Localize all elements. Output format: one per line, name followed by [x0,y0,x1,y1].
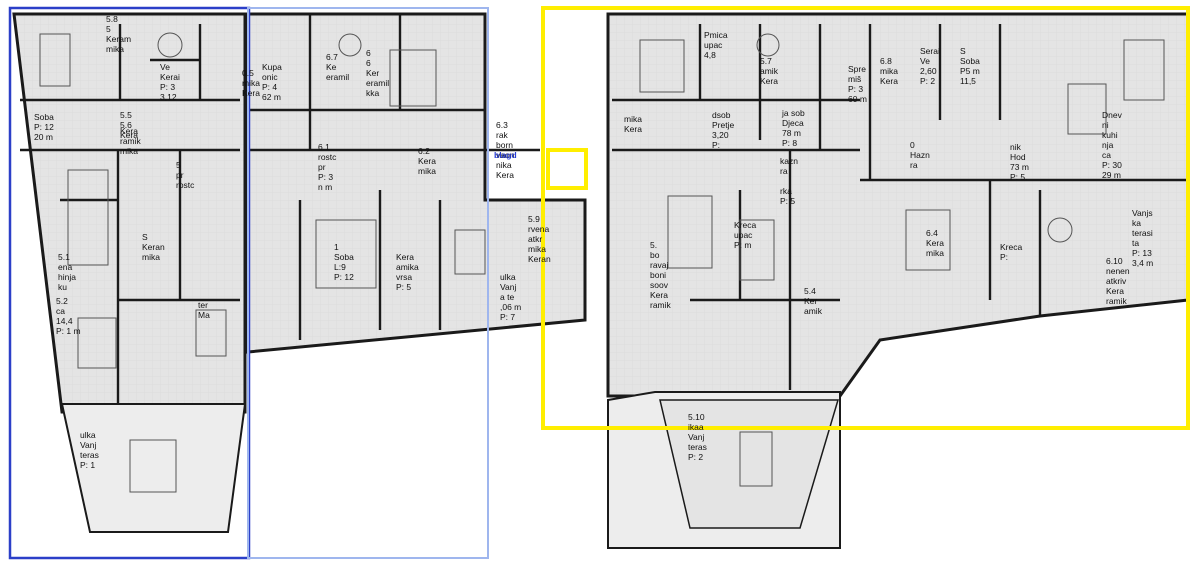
room-label-6-7: 6.7 Ke eramil [326,52,350,82]
room-label-5-9: 5.9 rvena atkr mika Keran [528,214,551,264]
room-label-5-boravak: 5. bo ravaj boni soov Kera ramik [650,240,671,310]
room-label-bathroom-5-8: 5.8 5 Keram mika [106,14,132,54]
room-label-5-5-5-6: 5.5 5.6 Kera [120,110,138,140]
left-unit-floor [12,12,247,533]
room-label-vestibule-right: Serai Ve 2,60 P: 2 [920,46,940,86]
room-label-kreca-right: Kreca P: [1000,242,1023,262]
highlight-small-box [546,148,588,190]
room-label-djecja-soba: ja sob Djeca 78 m P: 8 [782,108,805,148]
room-label-kazn: kazn ra rka P: 5 [780,156,798,206]
room-label-s-left: S Keran mika [142,232,165,262]
room-label-vanjska-terasa-left: ulka Vanj teras P: 1 [80,430,99,470]
room-label-6-10: 6.10 nenen atkriv Kera ramik [1106,256,1130,306]
room-label-soba-middle: 1 Soba L:9 P: 12 [334,242,354,282]
room-label-spremiste: Spre miš P: 3 60 m [848,64,867,104]
room-label-6-3: 6.3 rak born vaon nika Kera [496,120,515,180]
room-label-vanjska-terasa-middle: ulka Vanj a te ,06 m P: 7 [500,272,522,322]
room-label-soba-right: S Soba P5 m 11,5 [960,46,980,86]
room-label-kera-vrsa: Kera amika vrsa P: 5 [396,252,419,292]
room-label-wc-0-5: 0.5 mika Kera [242,68,260,98]
middle-unit-outline [247,7,489,559]
room-label-hazn: 0 Hazn ra [910,140,930,170]
room-label-soba-left: Soba P: 12 20 m [34,112,54,142]
room-label-pmica: Pmica upac 4,8 [704,30,728,60]
room-label-6-2: 6.2 Kera mika [418,146,436,176]
room-label-5-4: 5.4 Ker amik [804,286,822,316]
room-label-vestibule: Ve Kerai P: 3 3,12 [160,62,180,102]
room-label-dnevni-kuhinja: Dnev ni kuhi nja ca P: 30 29 m [1102,110,1122,180]
room-label-prostor-6-1: 6.1 rostc pr P: 3 n m [318,142,337,192]
room-label-5-10: 5.10 ikaa Vanj teras P: 2 [688,412,707,462]
room-label-6-8: 6.8 mika Kera [880,56,898,86]
room-label-hodnik: nik Hod 73 m P: 5. [1010,142,1029,182]
middle-unit-floor [246,12,587,354]
room-label-6-6: 6 6 Ker eramil kka [366,48,390,98]
room-label-kera-ramik: Kera ramik mika [120,126,141,156]
room-label-5-2: 5.2 ca 14,4 P: 1 m [56,296,81,336]
room-label-master: ter Ma [198,300,210,320]
right-unit-floor [606,12,1190,549]
room-label-5-7: 5.7 amik Kera [760,56,778,86]
room-label-kupaonica: Kupa onic P: 4 62 m [262,62,282,102]
room-label-vanjska-terasa-right: Vanjs ka terasi ta P: 13 3,4 m [1132,208,1154,268]
room-label-kuhinja-5-1: 5.1 ena hinja ku [58,252,76,292]
room-label-predsoblje: dsob Pretje 3,20 P: [712,110,735,150]
room-label-kreca-upac: Kreca upac P: m [734,220,757,250]
room-label-mika-kera-right: mika Kera [624,114,642,134]
room-label-prostor-5: 5 pr rostc [176,160,195,190]
highlight-region-outline [541,6,1190,430]
room-label-blagd: blagd [494,150,517,160]
room-label-6-4: 6.4 Kera mika [926,228,944,258]
